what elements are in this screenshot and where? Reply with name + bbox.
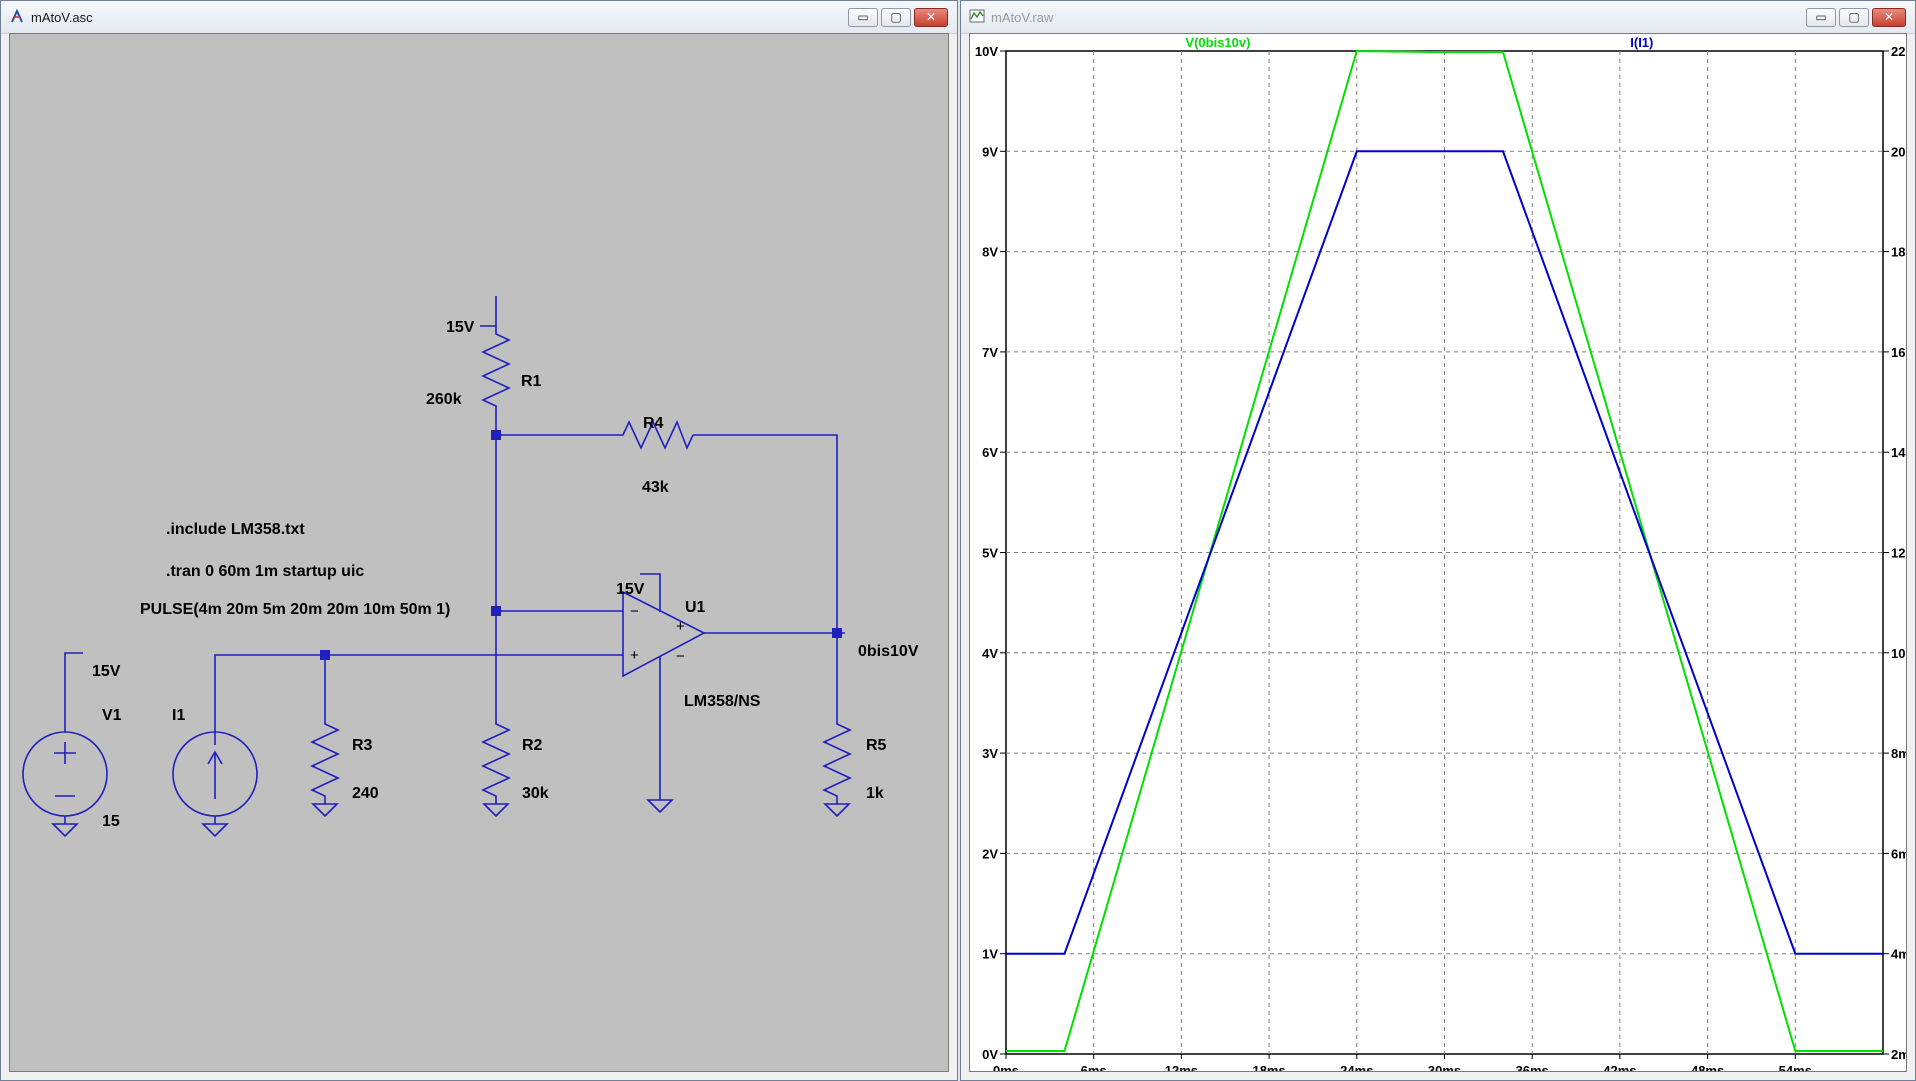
- plot-window-title: mAtoV.raw: [991, 10, 1054, 25]
- plot-window: mAtoV.raw ▭ ▢ ✕ 0ms 6ms 12ms 18ms 24ms 30ms 36…: [960, 0, 1916, 1081]
- close-button[interactable]: ✕: [914, 8, 948, 27]
- schematic-window-title: mAtoV.asc: [31, 10, 93, 25]
- resistor-r2[interactable]: [481, 717, 511, 804]
- opamp-pin-plus-right: +: [676, 618, 685, 635]
- waveform-icon: [969, 9, 985, 23]
- x-tick-label: 0ms: [993, 1063, 1019, 1072]
- directive-include[interactable]: .include LM358.txt: [166, 521, 305, 538]
- v1-value: 15: [102, 813, 120, 830]
- wires: [64, 296, 845, 800]
- schematic-window: mAtoV.asc ▭ ▢ ✕: [0, 0, 958, 1081]
- r1-name: R1: [521, 373, 542, 390]
- x-tick-label: 54ms: [1779, 1063, 1812, 1072]
- i1-name: I1: [172, 707, 185, 724]
- x-tick-label: 42ms: [1603, 1063, 1636, 1072]
- resistor-r4[interactable]: [615, 419, 694, 451]
- r2-value: 30k: [522, 785, 549, 802]
- schematic-drawing[interactable]: 15V R1 260k R4 43k .include LM358.txt .t…: [10, 34, 949, 1072]
- supply-label-r1: 15V: [446, 319, 475, 336]
- supply-label-v1: 15V: [92, 663, 121, 680]
- y-tick-label-right: 18mA: [1891, 245, 1907, 260]
- plot-titlebar[interactable]: mAtoV.raw ▭ ▢ ✕: [961, 1, 1915, 34]
- y-tick-label-right: 4mA: [1891, 947, 1907, 962]
- x-tick-label: 36ms: [1516, 1063, 1549, 1072]
- y-tick-label-right: 6mA: [1891, 846, 1907, 861]
- directive-pulse[interactable]: PULSE(4m 20m 5m 20m 20m 10m 50m 1): [140, 601, 450, 618]
- x-tick-label: 48ms: [1691, 1063, 1724, 1072]
- x-tick-label: 12ms: [1165, 1063, 1198, 1072]
- y-tick-label-left: 5V: [982, 546, 998, 561]
- opamp-input-plus: +: [630, 647, 639, 664]
- y-tick-label-right: 12mA: [1891, 546, 1907, 561]
- r3-value: 240: [352, 785, 379, 802]
- output-net-label: 0bis10V: [858, 643, 919, 660]
- maximize-button[interactable]: ▢: [881, 8, 911, 27]
- opamp-input-minus: −: [630, 603, 639, 620]
- junction-dots: [320, 430, 842, 660]
- y-tick-label-left: 7V: [982, 345, 998, 360]
- directive-tran[interactable]: .tran 0 60m 1m startup uic: [166, 563, 364, 580]
- y-tick-label-left: 6V: [982, 445, 998, 460]
- y-tick-label-right: 22mA: [1891, 44, 1907, 59]
- r5-name: R5: [866, 737, 887, 754]
- r3-name: R3: [352, 737, 373, 754]
- r5-value: 1k: [866, 785, 884, 802]
- x-tick-label: 24ms: [1340, 1063, 1373, 1072]
- current-source-i1[interactable]: [172, 731, 258, 824]
- ground-symbols: [51, 799, 851, 838]
- y-tick-label-left: 2V: [982, 846, 998, 861]
- u1-value: LM358/NS: [684, 693, 761, 710]
- x-tick-label: 18ms: [1252, 1063, 1285, 1072]
- r4-name: R4: [643, 415, 664, 432]
- v1-name: V1: [102, 707, 122, 724]
- y-tick-label-left: 10V: [975, 44, 998, 59]
- y-tick-label-right: 10mA: [1891, 646, 1907, 661]
- opamp-pin-minus-right: −: [676, 648, 685, 665]
- series-line[interactable]: [1006, 150, 1883, 955]
- x-tick-label: 30ms: [1428, 1063, 1461, 1072]
- schematic-titlebar[interactable]: mAtoV.asc ▭ ▢ ✕: [1, 1, 957, 34]
- voltage-source-v1[interactable]: [22, 731, 108, 824]
- opamp-u1[interactable]: [622, 590, 706, 678]
- legend-label[interactable]: V(0bis10v): [1185, 35, 1250, 50]
- waveform-plot[interactable]: 0ms 6ms 12ms 18ms 24ms 30ms 36ms 42ms 48ms 54ms 0V…: [970, 34, 1907, 1072]
- y-tick-label-right: 16mA: [1891, 345, 1907, 360]
- y-tick-label-right: 14mA: [1891, 445, 1907, 460]
- y-tick-label-right: 2mA: [1891, 1047, 1907, 1062]
- y-tick-label-left: 3V: [982, 746, 998, 761]
- minimize-button[interactable]: ▭: [1806, 8, 1836, 27]
- y-tick-label-left: 9V: [982, 144, 998, 159]
- resistor-r1[interactable]: [481, 326, 511, 416]
- y-tick-label-right: 20mA: [1891, 144, 1907, 159]
- r1-value: 260k: [426, 391, 462, 408]
- r4-value: 43k: [642, 479, 669, 496]
- y-tick-label-left: 0V: [982, 1047, 998, 1062]
- ltspice-icon: [11, 8, 23, 23]
- plot-pane[interactable]: 0ms 6ms 12ms 18ms 24ms 30ms 36ms 42ms 48ms 54ms 0V…: [969, 33, 1907, 1072]
- maximize-button[interactable]: ▢: [1839, 8, 1869, 27]
- schematic-canvas[interactable]: 15V R1 260k R4 43k .include LM358.txt .t…: [9, 33, 949, 1072]
- series-line[interactable]: [1006, 49, 1883, 1052]
- y-tick-label-left: 4V: [982, 646, 998, 661]
- u1-name: U1: [685, 599, 706, 616]
- y-tick-label-left: 8V: [982, 245, 998, 260]
- resistor-r3[interactable]: [310, 717, 340, 804]
- x-tick-label: 6ms: [1081, 1063, 1107, 1072]
- y-tick-label-left: 1V: [982, 947, 998, 962]
- r2-name: R2: [522, 737, 543, 754]
- y-tick-label-right: 8mA: [1891, 746, 1907, 761]
- resistor-r5[interactable]: [822, 717, 852, 804]
- close-button[interactable]: ✕: [1872, 8, 1906, 27]
- legend-label[interactable]: I(I1): [1630, 35, 1653, 50]
- supply-label-u1: 15V: [616, 581, 645, 598]
- minimize-button[interactable]: ▭: [848, 8, 878, 27]
